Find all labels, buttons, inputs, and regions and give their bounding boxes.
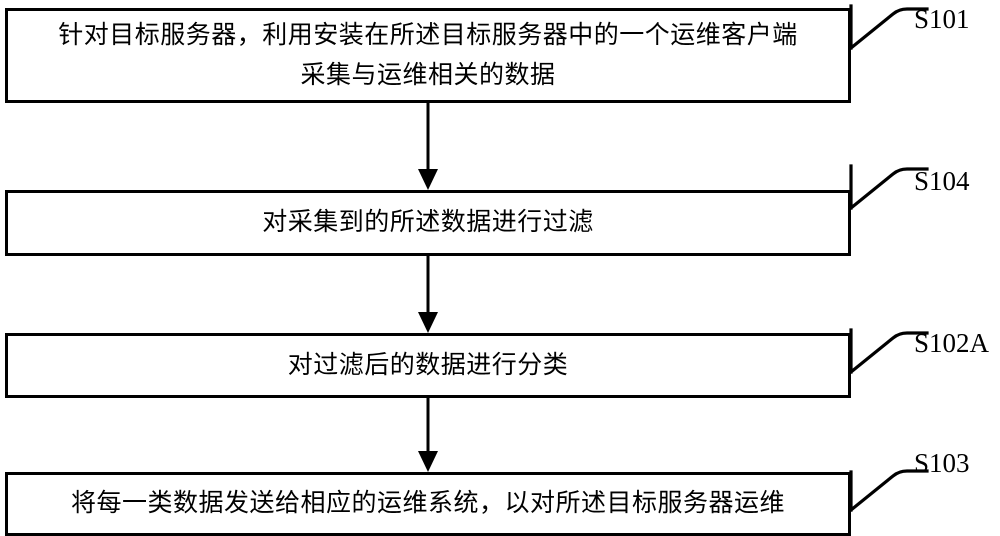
process-box-s102a-text: 对过滤后的数据进行分类 xyxy=(287,351,569,379)
step-label-s101: S101 xyxy=(914,4,970,34)
process-box-s102a: 对过滤后的数据进行分类 xyxy=(5,333,851,398)
process-box-s104-text: 对采集到的所述数据进行过滤 xyxy=(262,209,594,236)
process-box-s101-text: 针对目标服务器，利用安装在所述目标服务器中的一个运维客户端 采集与运维相关的数据 xyxy=(58,21,798,89)
connector-arrow-s101-to-s104 xyxy=(408,103,448,190)
step-label-s104: S104 xyxy=(914,166,970,196)
connector-arrow-s102a-to-s103 xyxy=(408,398,448,472)
step-label-s102a: S102A xyxy=(914,328,990,358)
leader-line-s103 xyxy=(845,448,960,518)
process-box-s104: 对采集到的所述数据进行过滤 xyxy=(5,190,851,256)
leader-line-s101 xyxy=(845,0,960,62)
leader-line-s102a xyxy=(845,310,960,380)
process-box-s103: 将每一类数据发送给相应的运维系统，以对所述目标服务器运维 xyxy=(5,472,851,536)
process-box-s101: 针对目标服务器，利用安装在所述目标服务器中的一个运维客户端 采集与运维相关的数据 xyxy=(5,8,851,103)
step-label-s103: S103 xyxy=(914,448,970,478)
leader-line-s104 xyxy=(845,146,960,216)
process-box-s103-text: 将每一类数据发送给相应的运维系统，以对所述目标服务器运维 xyxy=(70,490,785,517)
connector-arrow-s104-to-s102a xyxy=(408,256,448,333)
